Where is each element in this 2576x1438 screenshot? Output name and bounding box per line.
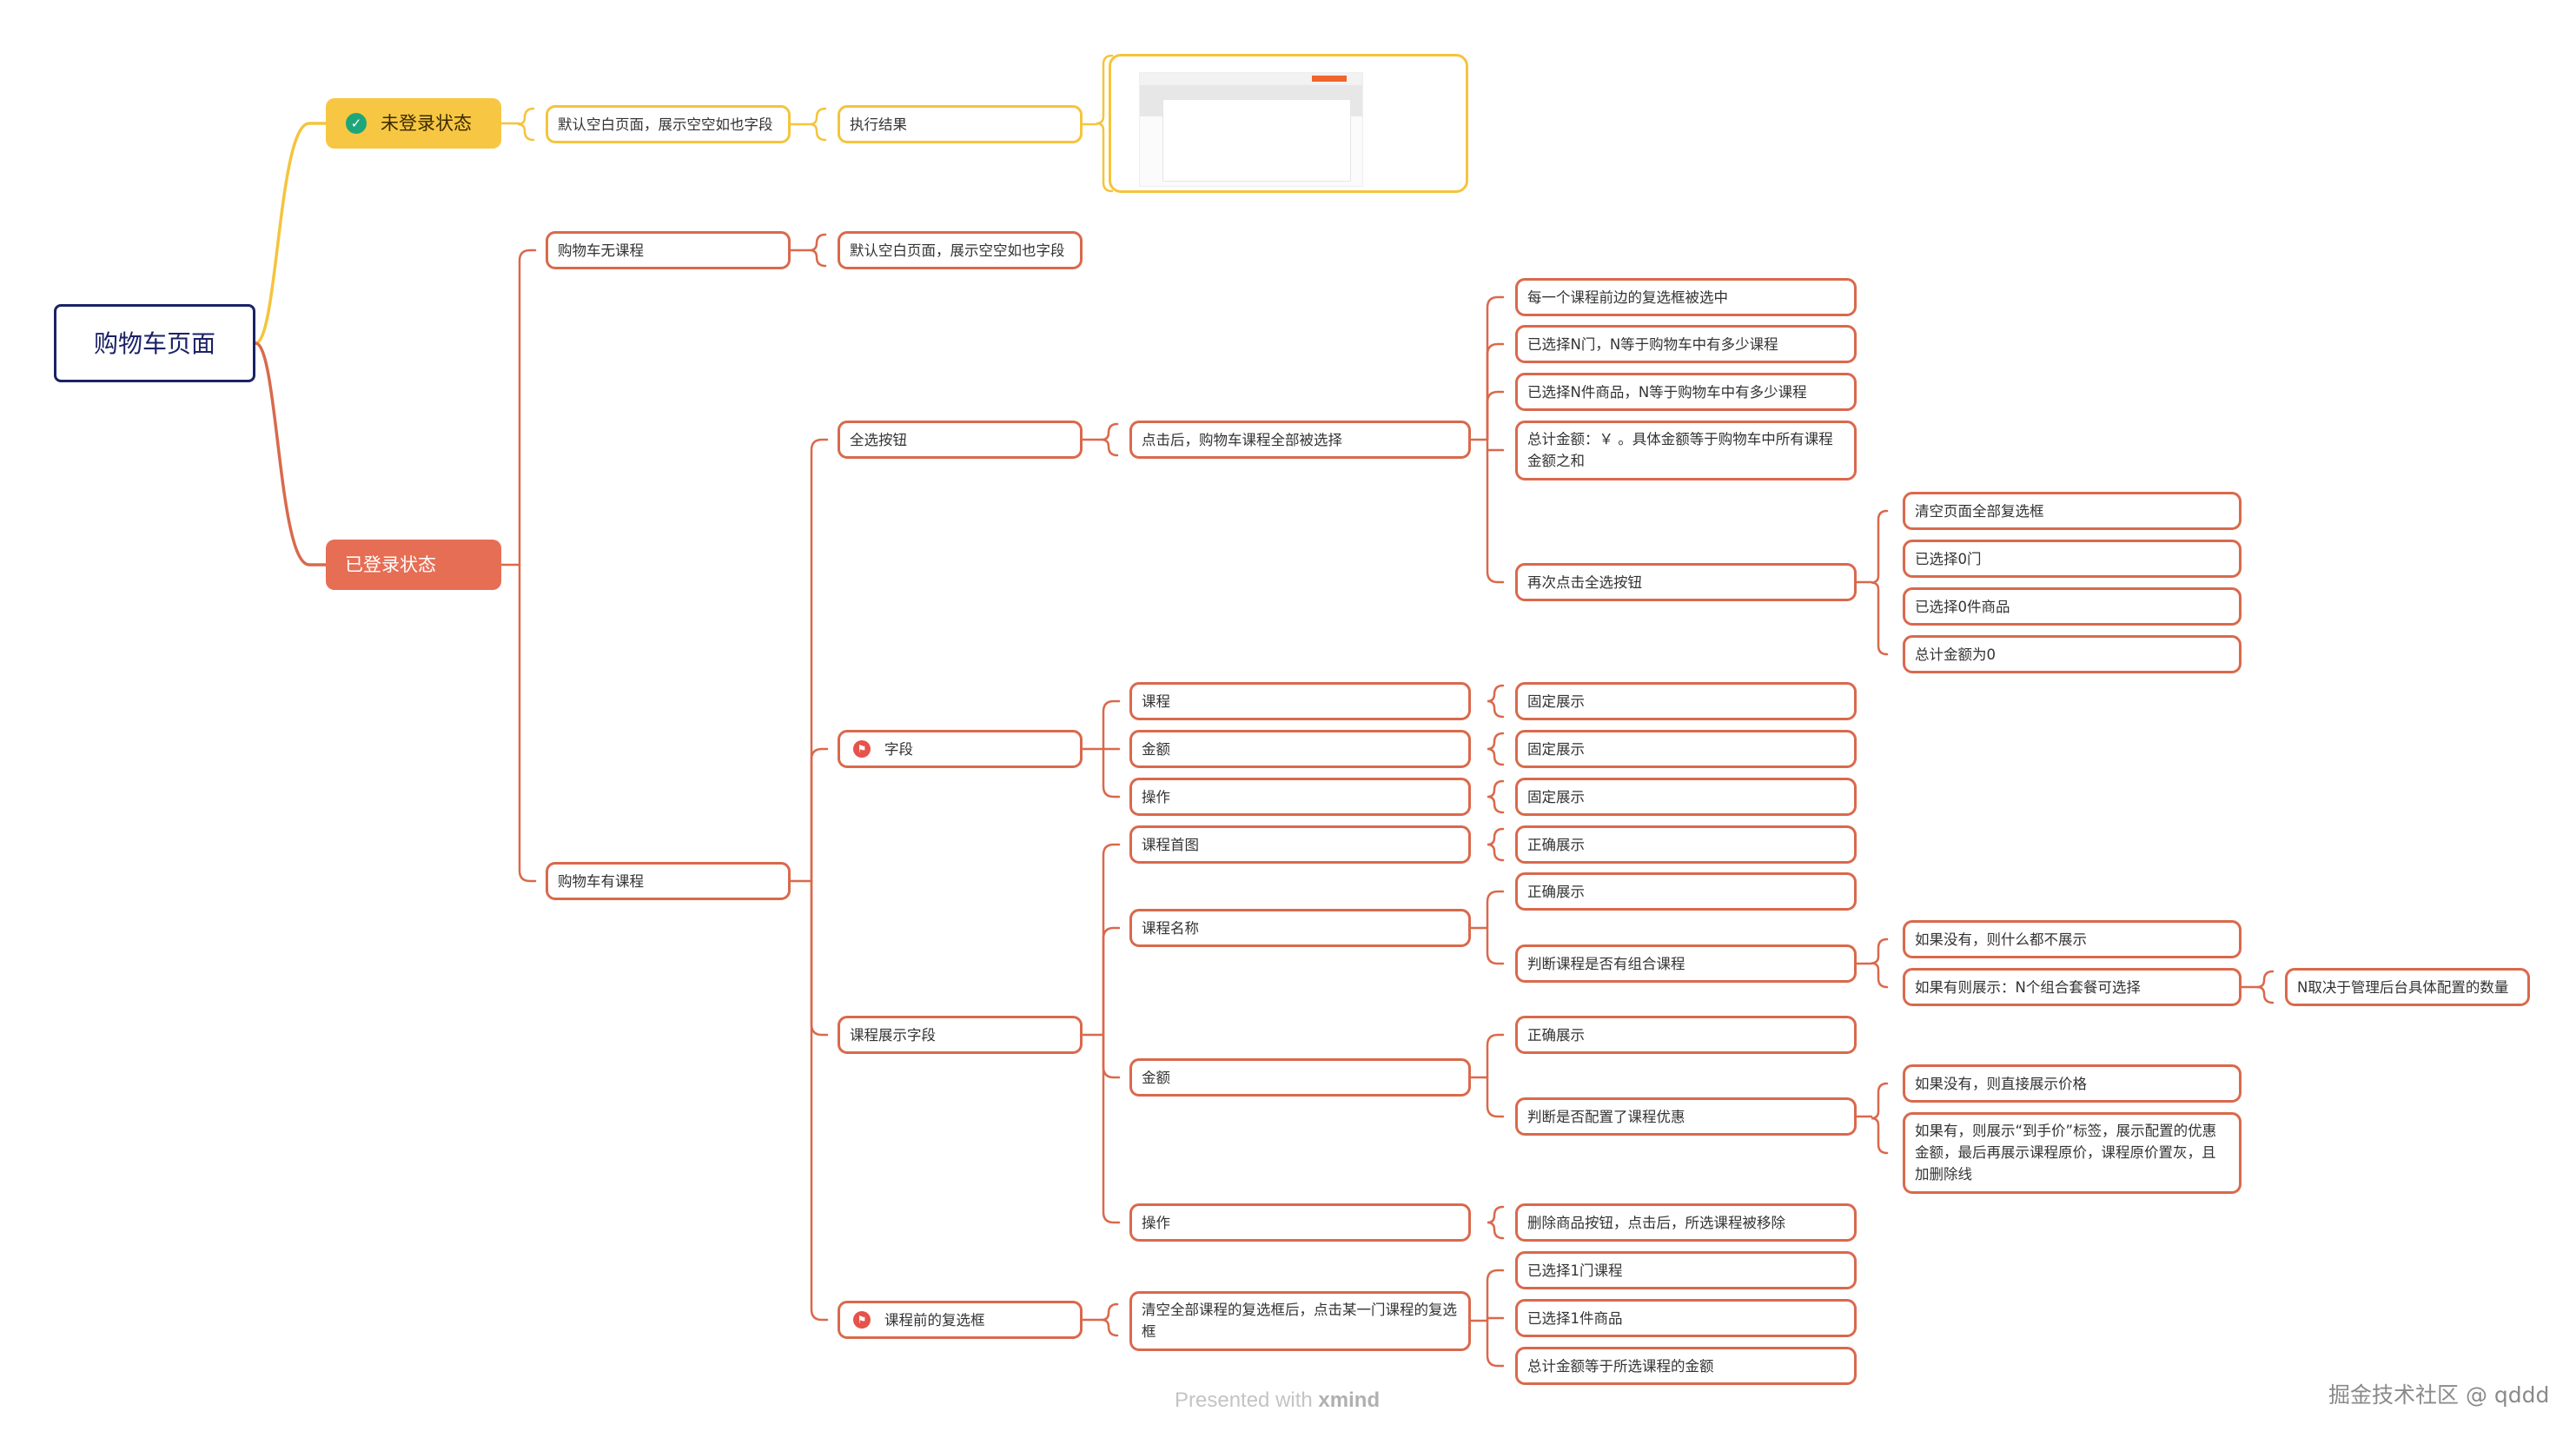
- connector: [518, 563, 537, 883]
- node-select-all-click[interactable]: 点击后，购物车课程全部被选择: [1129, 421, 1471, 459]
- connector: [1486, 1319, 1505, 1368]
- node-discount-check[interactable]: 判断是否配置了课程优惠: [1515, 1097, 1857, 1136]
- connector: [810, 438, 829, 883]
- node-discount-none[interactable]: 如果没有，则直接展示价格: [1903, 1064, 2242, 1103]
- node-cb-3[interactable]: 总计金额等于所选课程的金额: [1515, 1347, 1857, 1385]
- connector: [1487, 684, 1505, 719]
- node-checkbox-click[interactable]: 清空全部课程的复选框后，点击某一门课程的复选框: [1129, 1291, 1471, 1351]
- node-nl-result[interactable]: 执行结果: [838, 105, 1083, 143]
- connector: [1486, 1269, 1505, 1322]
- connector: [810, 747, 829, 883]
- connector: [1486, 890, 1505, 930]
- node-delete-btn[interactable]: 删除商品按钮，点击后，所选课程被移除: [1515, 1203, 1857, 1242]
- connector: [1486, 926, 1505, 965]
- connector: [1102, 1033, 1121, 1224]
- node-checkbox[interactable]: ⚑ 课程前的复选框: [838, 1301, 1083, 1339]
- node-empty-cart[interactable]: 购物车无课程: [546, 231, 791, 269]
- presented-with-footer: Presented with xmind: [1175, 1388, 1380, 1413]
- node-combo-check[interactable]: 判断课程是否有组合课程: [1515, 944, 1857, 983]
- connector: [2256, 970, 2275, 1004]
- node-f-action[interactable]: 操作: [1129, 778, 1471, 816]
- connector: [1486, 1076, 1505, 1118]
- node-d-name[interactable]: 课程名称: [1129, 909, 1471, 947]
- node-again-4[interactable]: 总计金额为0: [1903, 635, 2242, 673]
- connector: [810, 879, 829, 1322]
- connector: [1487, 779, 1505, 814]
- node-d-action[interactable]: 操作: [1129, 1203, 1471, 1242]
- node-combo-none[interactable]: 如果没有，则什么都不展示: [1903, 920, 2242, 958]
- node-cb-2[interactable]: 已选择1件商品: [1515, 1299, 1857, 1337]
- node-discount-has[interactable]: 如果有，则展示“到手价”标签，展示配置的优惠金额，最后再展示课程原价，课程原价置…: [1903, 1112, 2242, 1194]
- node-d-amount[interactable]: 金额: [1129, 1058, 1471, 1097]
- node-again-3[interactable]: 已选择0件商品: [1903, 587, 2242, 626]
- connector: [1871, 938, 1889, 989]
- node-sa-4[interactable]: 总计金额：￥ 。具体金额等于购物车中所有课程金额之和: [1515, 421, 1857, 480]
- node-nl-default[interactable]: 默认空白页面，展示空空如也字段: [546, 105, 791, 143]
- connector: [1102, 699, 1121, 751]
- result-screenshot: [1109, 54, 1468, 193]
- node-again-1[interactable]: 清空页面全部复选框: [1903, 492, 2242, 530]
- node-label: 未登录状态: [381, 112, 472, 134]
- connector: [1486, 295, 1505, 441]
- connector: [1486, 342, 1505, 441]
- connector: [1486, 438, 1505, 584]
- node-correct-cover[interactable]: 正确展示: [1515, 825, 1857, 864]
- node-logged[interactable]: 已登录状态: [326, 540, 501, 590]
- footer-brand: xmind: [1318, 1388, 1381, 1412]
- node-label: 课程前的复选框: [884, 1311, 985, 1329]
- connector: [518, 249, 537, 567]
- node-correct-name[interactable]: 正确展示: [1515, 872, 1857, 911]
- node-d-cover[interactable]: 课程首图: [1129, 825, 1471, 864]
- node-f-course[interactable]: 课程: [1129, 682, 1471, 720]
- connector: [1487, 732, 1505, 766]
- connector: [1102, 926, 1121, 1037]
- node-display-fields[interactable]: 课程展示字段: [838, 1016, 1083, 1054]
- connector: [1871, 509, 1889, 656]
- connector: [1102, 1033, 1121, 1079]
- connector: [1101, 1302, 1119, 1337]
- connector: [1102, 747, 1121, 799]
- footer-prefix: Presented with: [1175, 1388, 1319, 1412]
- node-fixed-2[interactable]: 固定展示: [1515, 730, 1857, 768]
- connector: [1102, 843, 1121, 1037]
- node-sa-2[interactable]: 已选择N门，N等于购物车中有多少课程: [1515, 325, 1857, 363]
- flag-icon: ⚑: [853, 740, 871, 758]
- connector: [1101, 422, 1119, 457]
- connector: [809, 233, 827, 268]
- connector: [1486, 1033, 1505, 1079]
- node-sa-again[interactable]: 再次点击全选按钮: [1515, 563, 1857, 601]
- node-correct-amount[interactable]: 正确展示: [1515, 1016, 1857, 1054]
- connector: [254, 122, 328, 345]
- connector: [809, 107, 827, 142]
- node-sa-3[interactable]: 已选择N件商品，N等于购物车中有多少课程: [1515, 373, 1857, 411]
- check-icon: ✓: [346, 113, 367, 134]
- connector: [1487, 1205, 1505, 1240]
- node-has-cart[interactable]: 购物车有课程: [546, 862, 791, 900]
- node-label: 字段: [884, 740, 913, 758]
- node-sa-1[interactable]: 每一个课程前边的复选框被选中: [1515, 278, 1857, 316]
- root-node[interactable]: 购物车页面: [54, 304, 255, 382]
- node-again-2[interactable]: 已选择0门: [1903, 540, 2242, 578]
- node-combo-n[interactable]: N取决于管理后台具体配置的数量: [2285, 968, 2530, 1006]
- connector: [1487, 827, 1505, 862]
- node-f-amount[interactable]: 金额: [1129, 730, 1471, 768]
- node-cb-1[interactable]: 已选择1门课程: [1515, 1251, 1857, 1289]
- watermark: 掘金技术社区 @ qddd: [2328, 1382, 2550, 1408]
- node-combo-has[interactable]: 如果有则展示：N个组合套餐可选择: [1903, 968, 2242, 1006]
- node-not-logged[interactable]: ✓ 未登录状态: [326, 98, 501, 149]
- node-fixed-1[interactable]: 固定展示: [1515, 682, 1857, 720]
- node-fields[interactable]: ⚑ 字段: [838, 730, 1083, 768]
- connector: [810, 879, 829, 1037]
- connector: [1871, 1082, 1889, 1155]
- node-select-all[interactable]: 全选按钮: [838, 421, 1083, 459]
- flag-icon: ⚑: [853, 1311, 871, 1329]
- node-fixed-3[interactable]: 固定展示: [1515, 778, 1857, 816]
- connector: [1486, 390, 1505, 441]
- connector: [254, 341, 328, 567]
- screenshot-thumbnail: [1139, 72, 1363, 187]
- node-empty-cart-default[interactable]: 默认空白页面，展示空空如也字段: [838, 231, 1083, 269]
